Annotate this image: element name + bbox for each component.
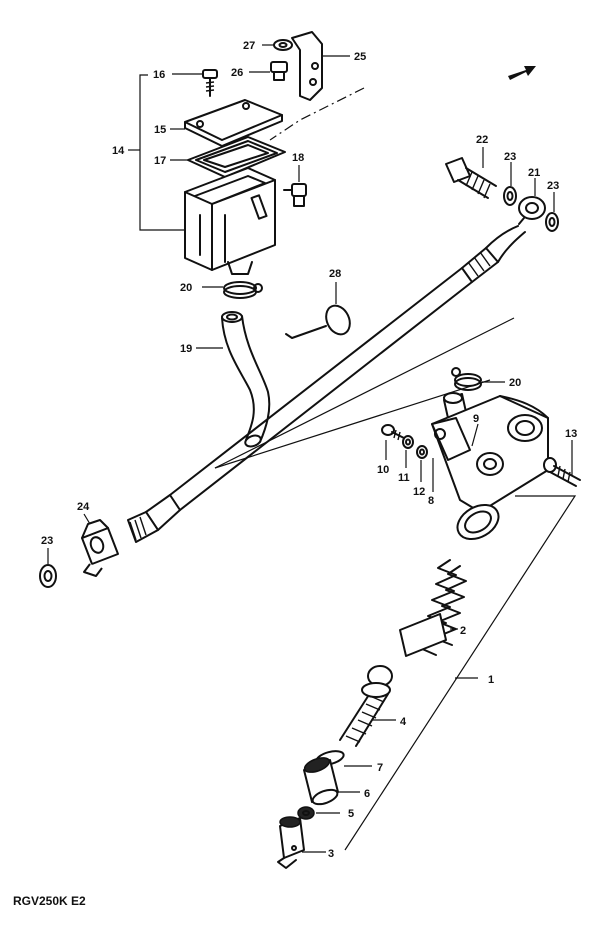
label-5: 5 [348, 808, 354, 820]
label-2: 2 [460, 625, 466, 637]
label-23-b: 23 [547, 180, 559, 192]
label-23-c: 23 [41, 535, 53, 547]
bolt-13 [543, 457, 581, 487]
reservoir-hose-19 [221, 311, 271, 448]
fitting-24 [81, 519, 119, 577]
label-6: 6 [364, 788, 370, 800]
label-1: 1 [488, 674, 494, 686]
label-19: 19 [180, 343, 192, 355]
nut-5 [297, 806, 315, 820]
washer-27 [273, 39, 293, 51]
banjo-bolt-22 [445, 157, 497, 199]
spring-clip-28 [285, 304, 351, 339]
label-4: 4 [400, 716, 407, 728]
label-23-a: 23 [504, 151, 516, 163]
label-8: 8 [428, 495, 434, 507]
clamp-20-upper [223, 281, 263, 299]
label-17: 17 [154, 155, 166, 167]
label-22: 22 [476, 134, 488, 146]
bolt-10 [381, 424, 405, 441]
label-28: 28 [329, 268, 341, 280]
label-26: 26 [231, 67, 243, 79]
label-21: 21 [528, 167, 540, 179]
arrow-mark-icon [508, 66, 536, 80]
bolt-26 [270, 61, 288, 81]
label-12: 12 [413, 486, 425, 498]
clevis-3 [277, 816, 305, 869]
label-16: 16 [153, 69, 165, 81]
label-27: 27 [243, 40, 255, 52]
label-3: 3 [328, 848, 334, 860]
reservoir-group [128, 31, 365, 448]
washer-23-c [39, 564, 57, 588]
label-9: 9 [473, 413, 479, 425]
screw-16 [202, 69, 218, 97]
reservoir-body [184, 167, 276, 275]
bracket-14 [139, 74, 185, 231]
washer-23-b [545, 212, 559, 232]
label-25: 25 [354, 51, 366, 63]
bolt-18 [283, 183, 307, 207]
diaphragm-17 [187, 136, 286, 178]
label-14: 14 [112, 145, 125, 157]
model-code: RGV250K E2 [13, 894, 86, 908]
label-20-lower: 20 [509, 377, 521, 389]
label-7: 7 [377, 762, 383, 774]
master-cylinder [431, 367, 549, 541]
washer-23-a [503, 186, 517, 206]
piston-4 [339, 665, 393, 747]
label-18: 18 [292, 152, 304, 164]
bracket-25 [291, 31, 323, 101]
washer-12 [416, 445, 428, 459]
label-11: 11 [398, 472, 410, 484]
spring-2 [399, 559, 467, 657]
label-15: 15 [154, 124, 166, 136]
label-24: 24 [77, 501, 90, 513]
brake-hose [127, 196, 546, 543]
label-20-upper: 20 [180, 282, 192, 294]
label-10: 10 [377, 464, 389, 476]
reservoir-cap-15 [184, 99, 283, 147]
washer-11 [402, 435, 414, 449]
bracket-1 [344, 495, 577, 851]
label-13: 13 [565, 428, 577, 440]
